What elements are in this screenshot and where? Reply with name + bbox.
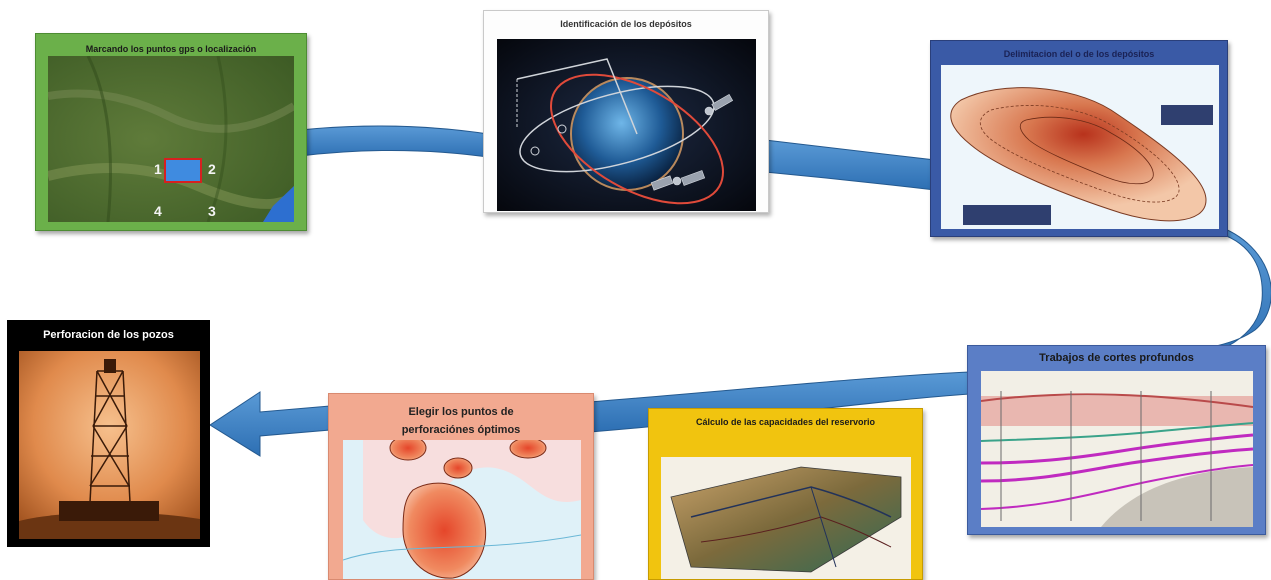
step-card-reservoir-capacity: Cálculo de las capacidades del reservori… [648, 408, 923, 580]
drilling-rig-photo [19, 351, 200, 539]
marker-label: 1 [154, 161, 162, 177]
step-card-optimal-drilling-points: Elegir los puntos de perforaciónes óptim… [328, 393, 594, 580]
earth-satellites-image [497, 39, 756, 211]
drilling-points-map-image [343, 440, 581, 580]
step-title: Marcando los puntos gps o localización [36, 44, 306, 54]
step-card-deposit-delimitation: Delimitacion del o de los depósitos [930, 40, 1228, 237]
step-title-line2: perforaciónes óptimos [329, 424, 593, 436]
marker-label: 4 [154, 203, 162, 219]
step-card-deposit-identification: Identificación de los depósitos [483, 10, 769, 213]
step-title: Trabajos de cortes profundos [968, 352, 1265, 364]
target-area-marker [165, 159, 201, 182]
marker-label: 3 [208, 203, 216, 219]
step-title: Cálculo de las capacidades del reservori… [649, 417, 922, 427]
step-card-deep-cuts: Trabajos de cortes profundos [967, 345, 1266, 535]
marker-label: 2 [208, 161, 216, 177]
step-title-line1: Elegir los puntos de [329, 406, 593, 418]
step-title: Identificación de los depósitos [484, 19, 768, 29]
step-card-gps-marking: Marcando los puntos gps o localización 1… [35, 33, 307, 231]
reservoir-3d-model-image [661, 457, 911, 580]
satellite-map-image: 1 2 3 4 [48, 56, 294, 222]
deposit-contour-map-image [941, 65, 1219, 229]
step-title: Perforacion de los pozos [8, 329, 209, 341]
step-card-well-drilling: Perforacion de los pozos [7, 320, 210, 547]
step-title: Delimitacion del o de los depósitos [931, 49, 1227, 59]
seismic-cross-section-image [981, 371, 1253, 527]
